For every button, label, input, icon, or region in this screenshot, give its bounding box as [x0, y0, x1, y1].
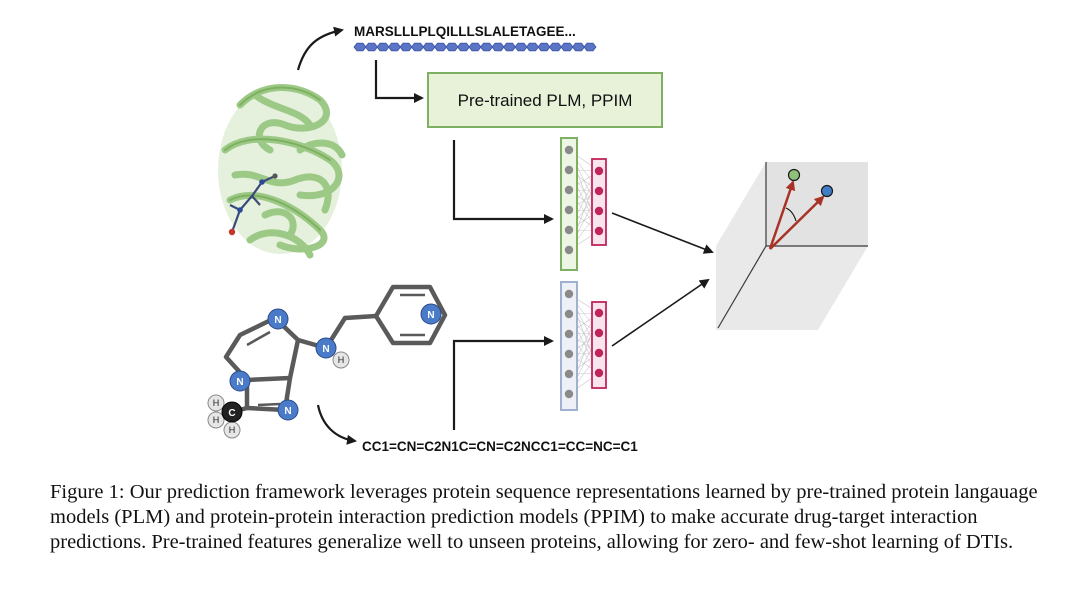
sequence-bead	[491, 42, 505, 52]
network-node	[564, 289, 574, 299]
protein-embedding-arrow	[611, 212, 714, 254]
molecule-to-smiles-arrow	[316, 404, 357, 445]
sequence-bead	[537, 42, 551, 52]
drug-molecule-image: N N H N N N H H H C	[207, 284, 448, 439]
network-node	[594, 206, 604, 216]
network-node	[564, 145, 574, 155]
network-node	[564, 205, 574, 215]
atom-n-5: N	[427, 310, 434, 321]
figure-diagram: MARSLLLPLQILLLSLALETAGEE... Pre-trained …	[207, 24, 868, 454]
drug-embedding-point	[820, 184, 834, 198]
network-node	[594, 166, 604, 176]
protein-to-sequence-arrow	[296, 26, 344, 71]
network-node	[564, 185, 574, 195]
embedding-space-panel	[716, 162, 868, 330]
network-node	[564, 389, 574, 399]
atom-h-3: H	[213, 415, 220, 425]
network-node	[564, 245, 574, 255]
protein-embedding-point	[787, 168, 801, 182]
network-node	[564, 349, 574, 359]
protein-encoder-network	[560, 137, 607, 271]
box-to-protein-encoder-arrow	[452, 140, 554, 224]
atom-n-4: N	[284, 406, 291, 417]
network-node	[594, 368, 604, 378]
sequence-bead	[548, 42, 563, 52]
atom-h-2: H	[213, 398, 220, 408]
sequence-bead	[468, 42, 482, 52]
sequence-beads	[353, 42, 597, 52]
smiles-text: CC1=CN=C2N1C=CN=C2NCC1=CC=NC=C1	[362, 439, 638, 454]
pretrained-model-box: Pre-trained PLM, PPIM	[427, 72, 663, 128]
sequence-bead	[364, 42, 379, 52]
sequence-bead	[525, 42, 540, 52]
protein-structure-image	[218, 84, 346, 259]
drug-embedding-arrow	[611, 278, 710, 347]
sequence-bead	[353, 42, 367, 52]
network-node	[594, 328, 604, 338]
protein-sequence-text: MARSLLLPLQILLLSLALETAGEE...	[354, 24, 576, 39]
sequence-bead	[560, 42, 574, 52]
network-node	[564, 329, 574, 339]
network-node	[564, 309, 574, 319]
sequence-bead	[399, 42, 413, 52]
sequence-bead	[456, 42, 471, 52]
network-node	[564, 225, 574, 235]
network-node	[564, 165, 574, 175]
atom-h-4: H	[229, 425, 236, 435]
drug-encoder-network	[560, 281, 607, 411]
pretrained-model-label: Pre-trained PLM, PPIM	[458, 91, 633, 110]
atom-n-1: N	[274, 315, 281, 326]
sequence-bead	[410, 42, 425, 52]
network-node	[564, 369, 574, 379]
atom-c-1: C	[228, 408, 235, 419]
sequence-bead	[479, 42, 494, 52]
atom-h-1: H	[338, 355, 345, 365]
network-node	[594, 226, 604, 236]
sequence-bead	[445, 42, 459, 52]
network-node	[594, 348, 604, 358]
atom-n-2: N	[322, 344, 329, 355]
sequence-bead	[376, 42, 390, 52]
sequence-bead	[583, 42, 597, 52]
sequence-bead	[571, 42, 586, 52]
smiles-to-drug-encoder-arrow	[452, 336, 554, 430]
atom-n-3: N	[236, 377, 243, 388]
sequence-bead	[422, 42, 436, 52]
figure-caption: Figure 1: Our prediction framework lever…	[50, 481, 1038, 553]
sequence-to-box-arrow	[374, 60, 424, 103]
sequence-bead	[433, 42, 448, 52]
network-node	[594, 186, 604, 196]
network-node	[594, 308, 604, 318]
sequence-bead	[514, 42, 528, 52]
sequence-bead	[502, 42, 517, 52]
sequence-bead	[387, 42, 402, 52]
